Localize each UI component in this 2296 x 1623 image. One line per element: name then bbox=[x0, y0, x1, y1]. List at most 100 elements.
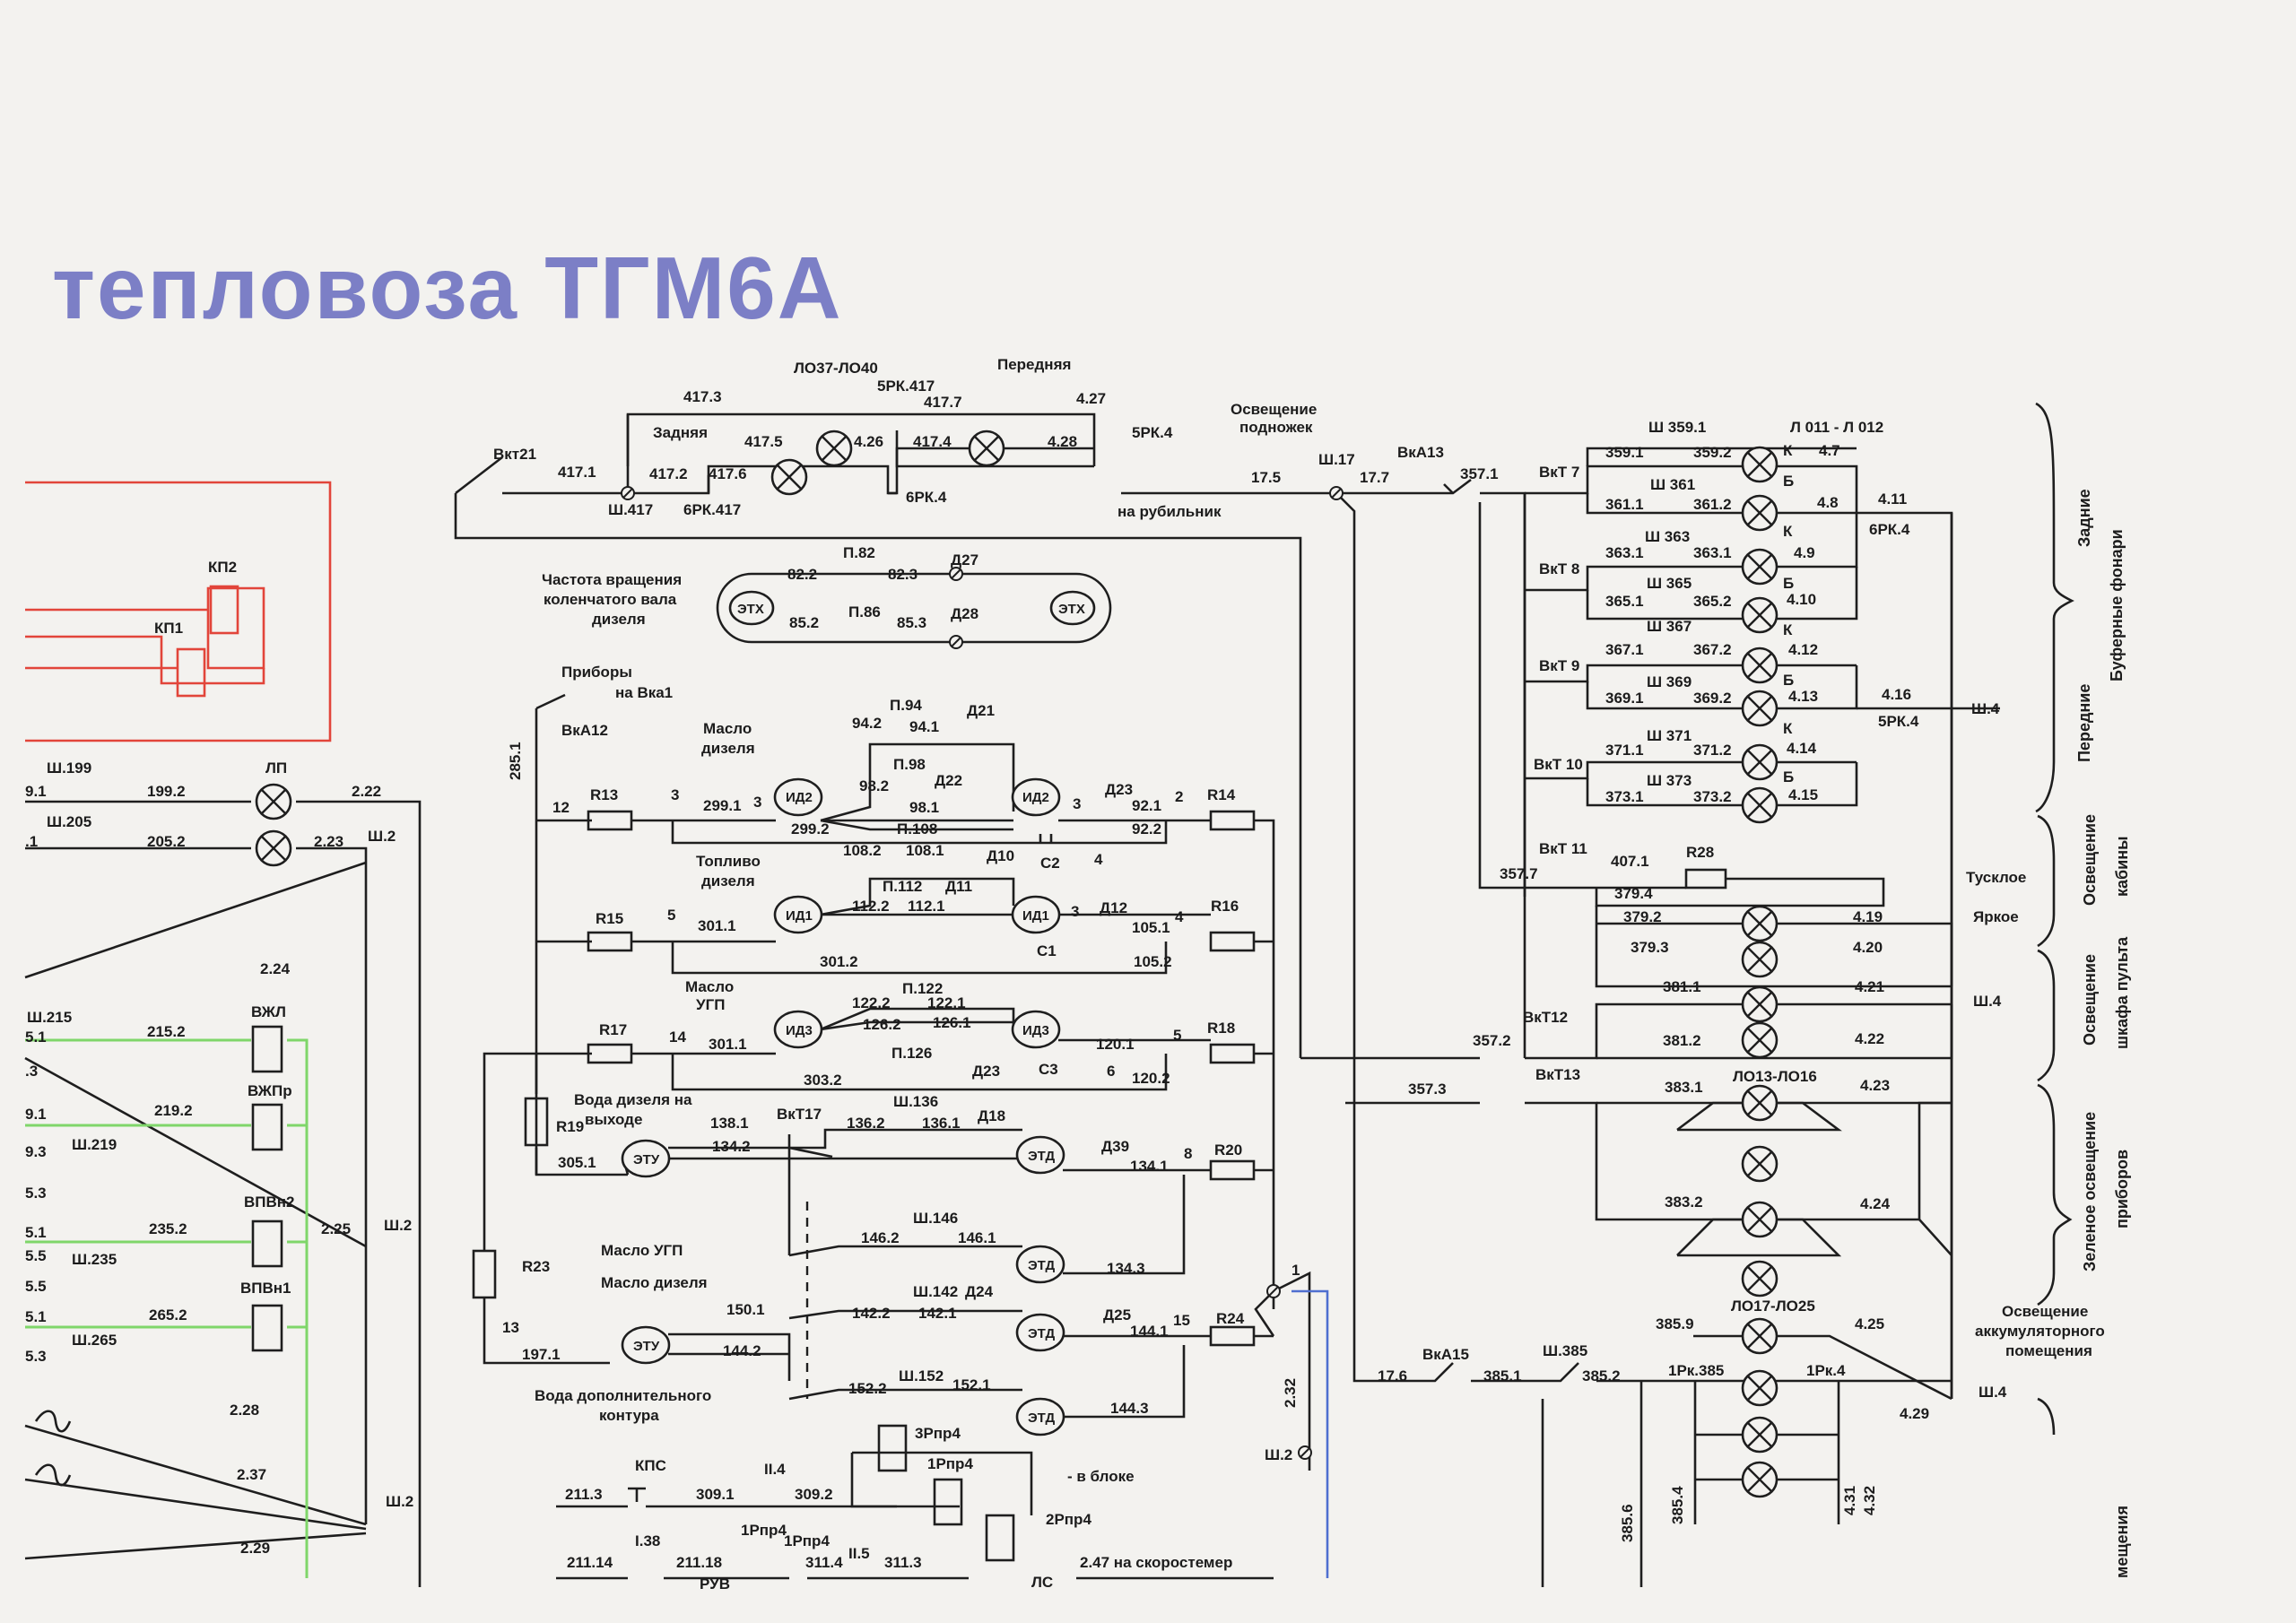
lamp-buffer-369 bbox=[1741, 690, 1779, 727]
lamp-buffer-367 bbox=[1741, 647, 1779, 684]
label-n3-d: 3 bbox=[1071, 903, 1079, 920]
label-id2-a: ИД2 bbox=[786, 790, 813, 805]
label-n8: 8 bbox=[1184, 1145, 1192, 1162]
section-osv-pulta-1: Освещение bbox=[2081, 954, 2099, 1046]
label-122-2: 122.2 bbox=[852, 994, 891, 1011]
label-sh152: Ш.152 bbox=[899, 1367, 944, 1384]
label-219-2: 219.2 bbox=[154, 1102, 193, 1119]
label-417-4: 417.4 bbox=[913, 433, 952, 450]
label-na-vka1: на Вка1 bbox=[615, 684, 673, 701]
label-d27: Д27 bbox=[951, 551, 978, 568]
label-lo37-lo40: ЛО37-ЛО40 bbox=[794, 360, 878, 377]
label-sh146: Ш.146 bbox=[913, 1210, 958, 1227]
label-n3-c: 3 bbox=[1073, 795, 1081, 812]
label-4-28: 4.28 bbox=[1048, 433, 1077, 450]
label-146-2: 146.2 bbox=[861, 1229, 900, 1246]
label-4-27: 4.27 bbox=[1076, 390, 1106, 407]
label-357-1: 357.1 bbox=[1460, 465, 1499, 482]
label-305-1: 305.1 bbox=[558, 1154, 596, 1171]
label-4-7: 4.7 bbox=[1819, 442, 1840, 459]
label-359-2: 359.2 bbox=[1693, 444, 1732, 461]
label-385-1: 385.1 bbox=[1483, 1367, 1522, 1384]
label-211-14: 211.14 bbox=[567, 1554, 613, 1571]
lamp-buffer-371 bbox=[1741, 743, 1779, 781]
label-134-1: 134.1 bbox=[1130, 1158, 1169, 1175]
relay-block-kp bbox=[25, 481, 332, 742]
label-n3-b: 3 bbox=[753, 794, 761, 811]
lamp-circuit-lo37-lo40 bbox=[454, 412, 1302, 1058]
label-n12: 12 bbox=[552, 799, 570, 816]
label-6rk4-b: 6РК.4 bbox=[1869, 521, 1910, 538]
label-4-16: 4.16 bbox=[1882, 686, 1911, 703]
label-85-2: 85.2 bbox=[789, 614, 819, 631]
label-lo11-12: Л 011 - Л 012 bbox=[1790, 419, 1883, 436]
label-p94: П.94 bbox=[890, 697, 922, 714]
label-n1-b: 1 bbox=[1292, 1262, 1300, 1279]
label-v-bloke: - в блоке bbox=[1067, 1468, 1135, 1485]
label-136-1: 136.1 bbox=[922, 1115, 961, 1132]
label-17-6: 17.6 bbox=[1378, 1367, 1407, 1384]
label-maslo-dizelya-2: дизеля bbox=[701, 740, 755, 757]
label-etd-1: ЭТД bbox=[1028, 1149, 1055, 1164]
label-spidometr: 2.47 на скоростемер bbox=[1080, 1554, 1232, 1571]
section-pomeshch: мещения bbox=[2113, 1506, 2131, 1578]
lamp-buffer-373 bbox=[1741, 786, 1779, 824]
terminal-sh17 bbox=[1329, 486, 1344, 500]
label-122-1: 122.1 bbox=[927, 994, 966, 1011]
label-407-1: 407.1 bbox=[1611, 853, 1649, 870]
label-vkt7: ВкТ 7 bbox=[1539, 464, 1579, 481]
label-ii4: II.4 bbox=[764, 1461, 786, 1478]
section-zelen-2: приборов bbox=[2113, 1150, 2131, 1228]
label-309-2: 309.2 bbox=[795, 1486, 833, 1503]
label-vkt9: ВкТ 9 bbox=[1539, 657, 1579, 674]
label-385-2: 385.2 bbox=[1582, 1367, 1621, 1384]
label-d18: Д18 bbox=[978, 1107, 1005, 1124]
label-197-1: 197.1 bbox=[522, 1346, 561, 1363]
label-b-2: Б bbox=[1783, 575, 1794, 592]
label-1rk4: 1Рк.4 bbox=[1806, 1362, 1846, 1379]
label-dot1: .1 bbox=[25, 833, 38, 850]
label-301-1b: 301.1 bbox=[709, 1036, 747, 1053]
label-9-1b: 9.1 bbox=[25, 1106, 47, 1123]
label-r24: R24 bbox=[1216, 1310, 1245, 1327]
label-c2: С2 bbox=[1040, 855, 1060, 872]
label-4-11: 4.11 bbox=[1878, 490, 1907, 508]
label-zadnyaya: Задняя bbox=[653, 424, 708, 441]
label-1rpr4: 1Рпр4 bbox=[927, 1455, 973, 1472]
label-perednyaya: Передняя bbox=[997, 356, 1071, 373]
label-n13: 13 bbox=[502, 1319, 519, 1336]
lamp-green-1 bbox=[1741, 1084, 1779, 1122]
label-sh205: Ш.205 bbox=[47, 813, 91, 830]
label-etx-1: ЭТХ bbox=[737, 602, 764, 617]
label-5rk4-a: 5РК.4 bbox=[1132, 424, 1173, 441]
label-n4-b: 4 bbox=[1175, 908, 1184, 925]
label-maslo-dizelya-1: Масло bbox=[703, 720, 752, 737]
label-105-1: 105.1 bbox=[1132, 919, 1170, 936]
lamp-buffer-359 bbox=[1741, 446, 1779, 483]
label-5rk417: 5РК.417 bbox=[877, 378, 935, 395]
label-rvv: РУВ bbox=[700, 1575, 730, 1593]
label-379-3: 379.3 bbox=[1631, 939, 1669, 956]
label-371-1: 371.1 bbox=[1605, 742, 1644, 759]
label-112-1: 112.1 bbox=[908, 898, 945, 915]
lamp-zadnyaya-2 bbox=[770, 458, 808, 496]
label-etd-3: ЭТД bbox=[1028, 1326, 1055, 1341]
label-85-3: 85.3 bbox=[897, 614, 926, 631]
label-k-4: К bbox=[1783, 720, 1793, 737]
label-108-2: 108.2 bbox=[843, 842, 882, 859]
label-dot3: .3 bbox=[25, 1063, 38, 1080]
lamp-cab-bright bbox=[1741, 941, 1779, 978]
buffer-lamps-circuit bbox=[1300, 446, 2000, 1587]
lamp-lp-1 bbox=[255, 783, 292, 820]
lamp-green-2 bbox=[1741, 1145, 1779, 1183]
section-braces bbox=[2035, 402, 2074, 1436]
label-4-32: 4.32 bbox=[1861, 1486, 1878, 1515]
label-136-2: 136.2 bbox=[847, 1115, 885, 1132]
label-299-1: 299.1 bbox=[703, 797, 742, 814]
label-369-2: 369.2 bbox=[1693, 690, 1732, 707]
label-sh369: Ш 369 bbox=[1647, 673, 1692, 690]
label-3rpr4: 3Рпр4 bbox=[915, 1425, 961, 1442]
section-bufernye: Буферные фонари bbox=[2108, 529, 2126, 681]
terminal-d27 bbox=[949, 567, 963, 581]
label-2-29: 2.29 bbox=[240, 1540, 270, 1557]
